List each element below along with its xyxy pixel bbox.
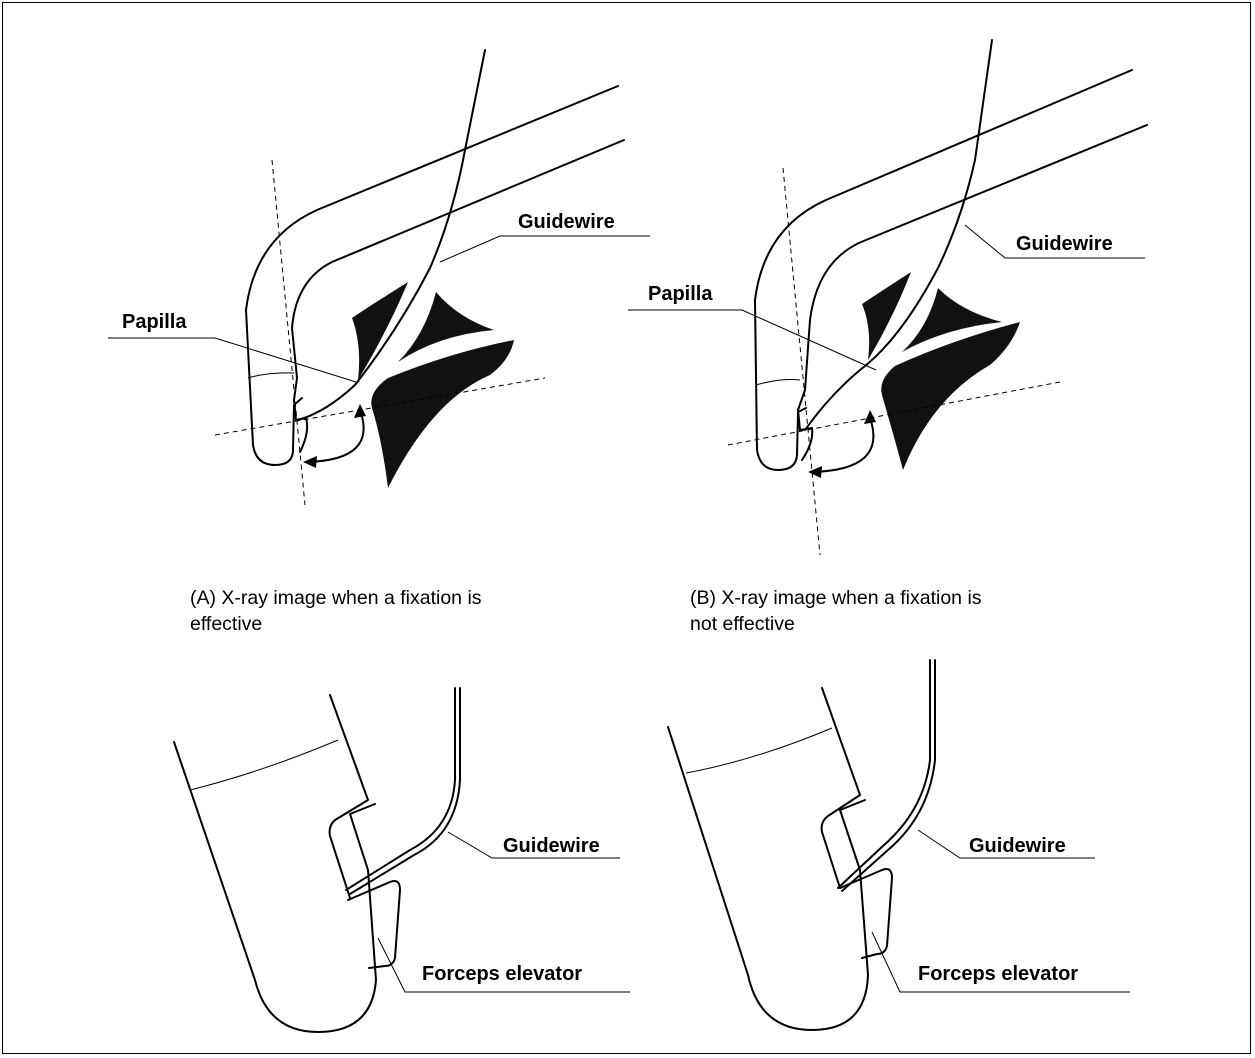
panel-a-duct-lower: [371, 340, 514, 488]
panel-b-papilla-label: Papilla: [648, 283, 713, 305]
panel-c-elevator-label: Forceps elevator: [422, 963, 582, 985]
panel-a-scope-tip: [296, 418, 307, 452]
panel-d-elevator-not-effective: Guidewire Forceps elevator: [668, 660, 1130, 1030]
panel-d-scope-ring: [686, 728, 832, 773]
panel-a-duct-left: [352, 282, 408, 380]
panel-a-scope-ring: [248, 373, 294, 378]
panel-c-guidewire-label: Guidewire: [503, 835, 600, 857]
panel-a-caption-line1: (A) X-ray image when a fixation is: [190, 585, 482, 611]
panel-d-scope-front: [822, 688, 860, 888]
panel-b-scope-ring: [756, 380, 800, 385]
panel-c-scope-front: [330, 695, 368, 898]
panel-d-guidewire-label: Guidewire: [969, 835, 1066, 857]
panel-a-caption: (A) X-ray image when a fixation is effec…: [190, 585, 482, 637]
panel-c-scope-ring: [190, 740, 338, 790]
panel-a-angle-line-vertical: [272, 160, 305, 505]
panel-b-caption: (B) X-ray image when a fixation is not e…: [690, 585, 982, 637]
panel-b-papilla-leader: [628, 310, 876, 370]
panel-c-guidewire-a: [346, 688, 455, 890]
panel-d-scope-body: [668, 727, 868, 1030]
panel-c-elevator-effective: Guidewire Forceps elevator: [174, 688, 630, 1032]
panel-a-guidewire-label: Guidewire: [518, 211, 615, 233]
panel-b-arrowhead-left: [808, 466, 822, 478]
panel-b-scope-outer: [755, 70, 1132, 470]
panel-a-caption-line2: effective: [190, 611, 482, 637]
panel-a-xray-effective: Guidewire Papilla: [108, 50, 650, 505]
panel-b-duct-lower: [881, 322, 1020, 470]
panel-a-arrowhead-left: [303, 456, 317, 468]
panel-d-elevator-label: Forceps elevator: [918, 963, 1078, 985]
panel-a-papilla-label: Papilla: [122, 311, 187, 333]
panel-b-xray-not-effective: Guidewire Papilla: [628, 40, 1147, 555]
panel-b-caption-line2: not effective: [690, 611, 982, 637]
panel-b-angle-arrow: [812, 418, 873, 472]
panel-a-guidewire-leader: [440, 236, 650, 262]
panel-b-guidewire-label: Guidewire: [1016, 233, 1113, 255]
panel-b-angle-line-vertical: [783, 168, 820, 555]
panel-b-duct-left: [862, 272, 911, 360]
panel-a-papilla-leader: [108, 338, 356, 382]
panel-a-arrowhead-up: [354, 404, 366, 418]
panel-b-caption-line1: (B) X-ray image when a fixation is: [690, 585, 982, 611]
